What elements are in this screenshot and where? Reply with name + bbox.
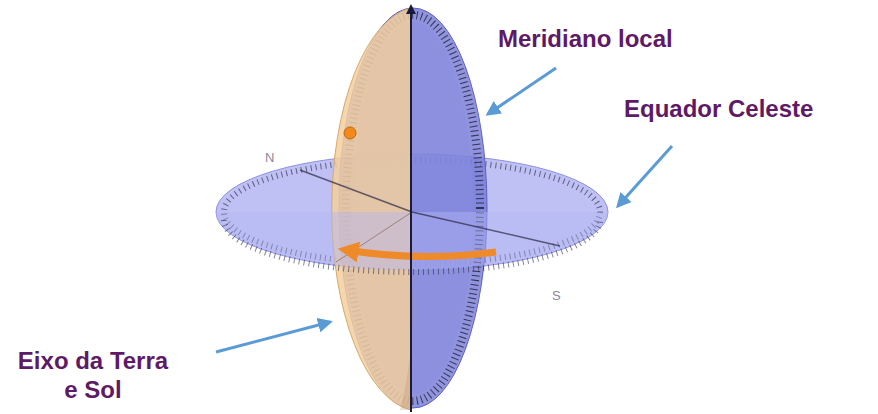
callout-label: Equador Celeste xyxy=(624,94,813,123)
leader-arrow xyxy=(618,146,672,206)
hour-circle-plane xyxy=(332,8,411,410)
leader-arrow xyxy=(488,68,556,114)
leader-arrow xyxy=(216,322,330,352)
plane-line xyxy=(300,170,412,212)
callout-label: Eixo da Terra e Sol xyxy=(8,346,178,404)
plane-line xyxy=(412,212,560,246)
direction-label: N xyxy=(265,150,274,165)
callout-label: Meridiano local xyxy=(498,24,673,53)
hour-angle-arrow xyxy=(346,250,496,257)
sun-dot xyxy=(344,127,356,139)
earth-axis xyxy=(410,6,412,412)
direction-label: S xyxy=(552,288,561,303)
